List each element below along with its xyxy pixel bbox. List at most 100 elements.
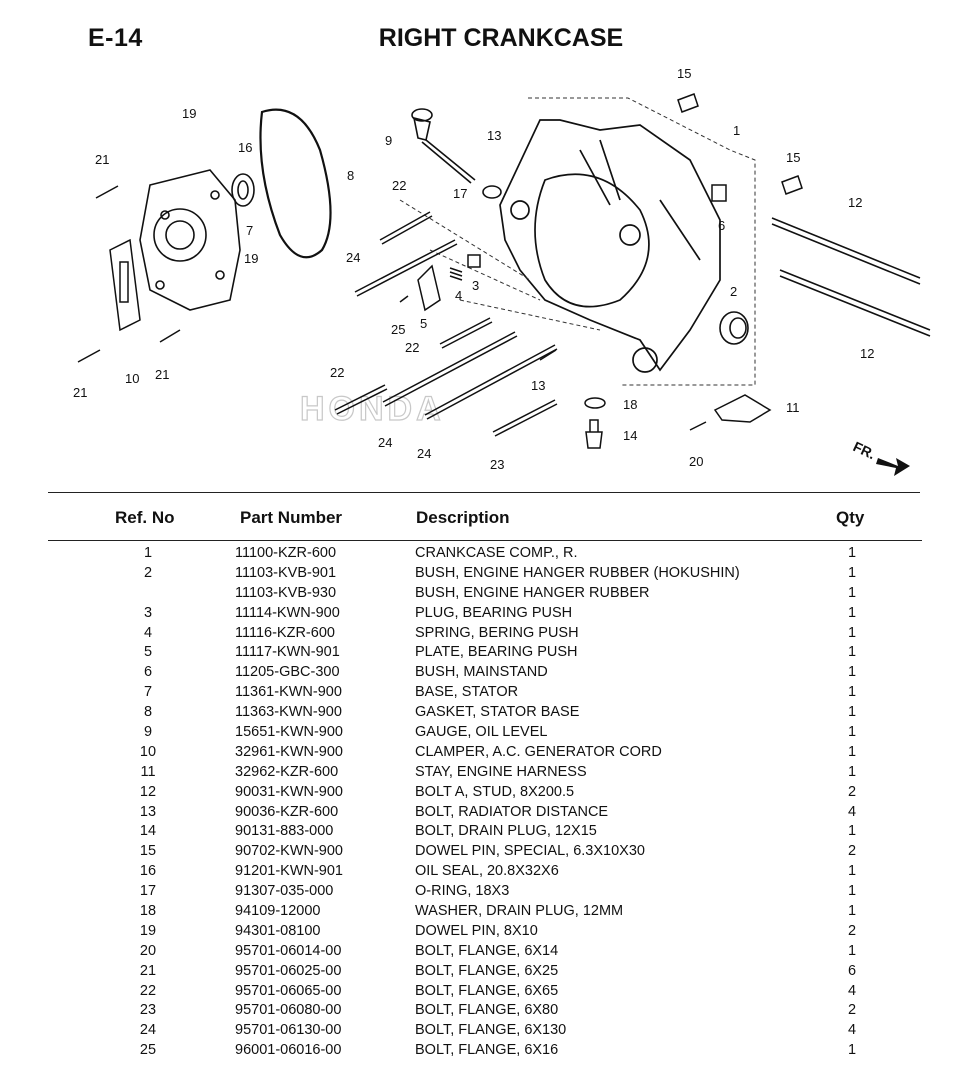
callout-24a: 24 [346, 250, 360, 265]
honda-watermark: HONDA [300, 390, 445, 428]
crankcase-drawing [499, 119, 721, 373]
svg-text:FR.: FR. [851, 438, 878, 462]
dowel-pin-drawing [677, 93, 803, 195]
qty-cell: 1 [847, 763, 857, 780]
oil-gauge-drawing [411, 108, 476, 184]
part-number-cell: 90702-KWN-900 [235, 843, 343, 860]
part-number-cell: 32961-KWN-900 [235, 743, 343, 760]
ref-cell: 21 [139, 962, 157, 979]
description-cell: BOLT, FLANGE, 6X80 [415, 1002, 559, 1019]
description-cell: BOLT A, STUD, 8X200.5 [415, 783, 575, 800]
callout-15a: 15 [677, 66, 691, 81]
qty-cell: 2 [847, 843, 857, 860]
drain-plug-drawing [584, 394, 772, 449]
part-number-cell: 95701-06014-00 [235, 942, 342, 959]
description-cell: BOLT, DRAIN PLUG, 12X15 [415, 823, 597, 840]
ref-cell: 19 [139, 922, 157, 939]
ref-cell: 24 [139, 1022, 157, 1039]
ref-cell: 23 [139, 1002, 157, 1019]
col-header-part-number: Part Number [240, 508, 343, 527]
qty-cell: 1 [847, 584, 857, 601]
flange-bolts-drawing [77, 185, 707, 437]
part-number-cell: 91201-KWN-901 [235, 863, 343, 880]
qty-cell: 4 [847, 803, 857, 820]
ref-cell: 25 [139, 1042, 157, 1059]
part-number-cell: 95701-06130-00 [235, 1022, 342, 1039]
ref-cell: 13 [139, 803, 157, 820]
qty-cell: 2 [847, 783, 857, 800]
callout-17: 17 [453, 186, 467, 201]
part-number-cell: 94109-12000 [235, 903, 321, 920]
part-number-cell: 96001-06016-00 [235, 1042, 342, 1059]
callout-18: 18 [623, 397, 637, 412]
table-header-rule [48, 540, 922, 541]
qty-cell: 4 [847, 982, 857, 999]
stator-base-drawing [139, 169, 241, 311]
description-cell: WASHER, DRAIN PLUG, 12MM [415, 903, 624, 920]
callout-12a: 12 [848, 195, 862, 210]
callout-5: 5 [420, 316, 427, 331]
qty-cell: 1 [847, 684, 857, 701]
callout-10: 10 [125, 371, 139, 386]
description-cell: GASKET, STATOR BASE [415, 704, 580, 721]
description-cell: BOLT, FLANGE, 6X130 [415, 1022, 567, 1039]
part-number-cell: 95701-06065-00 [235, 982, 342, 999]
description-cell: BOLT, FLANGE, 6X14 [415, 942, 559, 959]
leader-lines [399, 97, 756, 386]
table-top-rule [48, 492, 920, 493]
qty-cell: 1 [847, 644, 857, 661]
part-number-cell: 11361-KWN-900 [235, 684, 342, 701]
part-number-cell: 11100-KZR-600 [235, 545, 337, 561]
callout-13b: 13 [531, 378, 545, 393]
part-number-cell: 90031-KWN-900 [235, 783, 343, 800]
qty-cell: 1 [847, 564, 857, 581]
part-number-cell: 95701-06080-00 [235, 1002, 342, 1019]
description-cell: BASE, STATOR [415, 684, 519, 701]
description-cell: CLAMPER, A.C. GENERATOR CORD [415, 743, 662, 760]
qty-cell: 1 [847, 664, 857, 681]
ref-cell: 16 [139, 863, 157, 880]
part-number-cell: 90036-KZR-600 [235, 803, 339, 820]
ref-cell: 14 [139, 823, 157, 840]
description-cell: SPRING, BERING PUSH [415, 624, 579, 641]
description-cell: BOLT, FLANGE, 6X65 [415, 982, 559, 999]
col-header-qty: Qty [836, 508, 865, 527]
bearing-push-drawing [417, 254, 481, 312]
direction-arrow: FR. [851, 438, 910, 476]
ref-cell: 8 [143, 704, 153, 721]
ref-cell: 2 [143, 564, 153, 581]
part-number-cell: 94301-08100 [235, 922, 321, 939]
stud-bolt-drawing [771, 217, 931, 337]
description-cell: GAUGE, OIL LEVEL [415, 724, 548, 741]
callout-22c: 22 [330, 365, 344, 380]
callout-20: 20 [689, 454, 703, 469]
description-cell: DOWEL PIN, 8X10 [415, 922, 538, 939]
part-number-cell: 11114-KWN-900 [235, 604, 340, 621]
callout-13a: 13 [487, 128, 501, 143]
ref-cell: 1 [143, 545, 153, 561]
callout-8: 8 [347, 168, 354, 183]
ref-cell: 18 [139, 903, 157, 920]
callout-11: 11 [786, 400, 800, 415]
callout-12b: 12 [860, 346, 874, 361]
col-header-description: Description [416, 508, 510, 527]
part-number-cell: 91307-035-000 [235, 883, 334, 900]
callout-21b: 21 [155, 367, 169, 382]
clamper-drawing [109, 238, 141, 332]
